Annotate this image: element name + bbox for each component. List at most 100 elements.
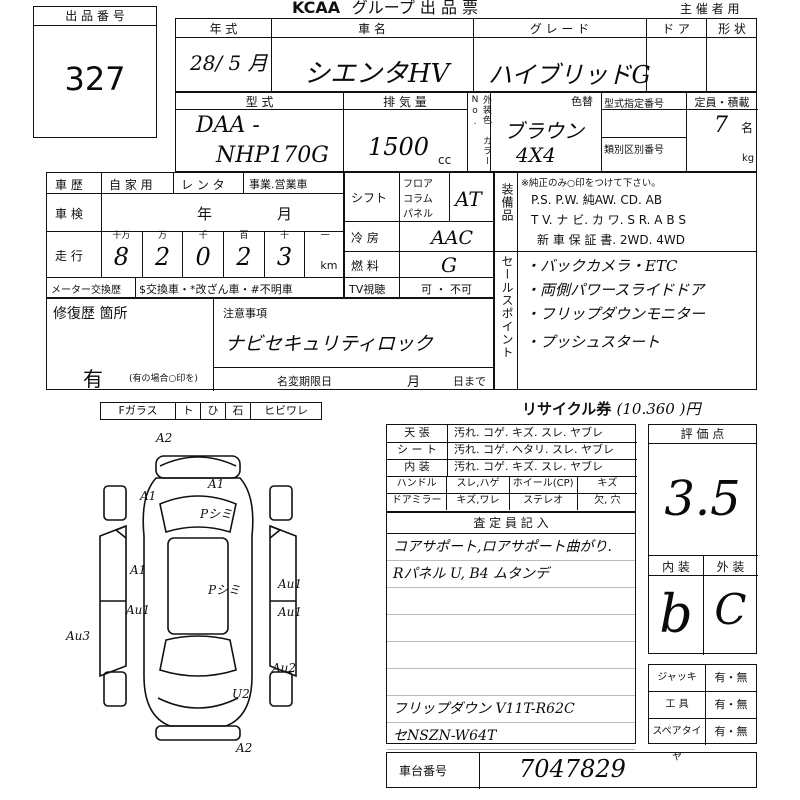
mileage-digit: 8 (113, 243, 129, 271)
deadline-label: 名変期限日 (277, 375, 332, 388)
interior-grade-value: b (659, 585, 693, 645)
grade-value: ハイブリッドG (488, 61, 651, 89)
tools-row-value: 有・無 (714, 725, 748, 738)
year-value: 28/ 5 月 (190, 51, 268, 75)
brand-title: KCAA グループ 出 品 票 (292, 0, 478, 18)
shift-label: シフト (351, 191, 388, 205)
repair-label: 修復歴 箇所 (53, 306, 128, 322)
interior-row: 内 装汚れ. コゲ. キズ. スレ. ヤブレ (387, 459, 637, 477)
grade-value: 3.5 (664, 471, 741, 527)
second-row: 型 式 排 気 量 外装色 カラーNo. 色替 型式指定番号 類別区別番号 定員… (175, 92, 758, 172)
glass-row: Fガラス ト ひ 石 ヒビワレ (100, 402, 322, 420)
tools-row: ジャッキ有・無 (649, 665, 756, 692)
color-value: ブラウン (504, 119, 584, 143)
lot-box: 出 品 番 号 327 (33, 6, 157, 138)
displacement-label: 排 気 量 (383, 95, 427, 109)
interior-row-label: 内 装 (387, 459, 448, 476)
shift-floor: フロア (403, 179, 433, 190)
inspector-label: 査 定 員 記 入 (387, 513, 635, 534)
damage-mark: A1 (139, 489, 156, 503)
rear-bumper (157, 697, 239, 709)
damage-mark: Au2 (271, 661, 296, 675)
meter-options: $交換車・*改ざん車・#不明車 (139, 283, 293, 296)
glass-option: ヒビワレ (264, 404, 308, 417)
drive-value: 4X4 (516, 143, 556, 167)
inspector-line (387, 615, 635, 642)
notes-label: 注意事項 (223, 307, 267, 320)
shift-panel: パネル (403, 209, 433, 220)
history-label: 車 歴 (55, 178, 83, 192)
rental-label: レ ン タ (181, 178, 225, 192)
capacity-value: 7 (714, 113, 728, 138)
interior-extra-cell: キズ,ワレ (447, 493, 510, 510)
repair-block: 修復歴 箇所 有 (有の場合○印を) 注意事項 ナビセキュリティロック 名変期限… (46, 298, 495, 391)
selling-point: ・バックカメラ・ETC (525, 257, 678, 275)
inspector-line: フリップダウン V11T-R62C (387, 696, 635, 723)
options-block: 装備品 ※純正のみ○印をつけて下さい。 P.S. P.W. 純AW. CD. A… (494, 172, 757, 390)
deadline-day: 日まで (453, 375, 486, 388)
selling-points: ・バックカメラ・ETC ・両側パワースライドドア ・フリップダウンモニター ・プ… (525, 255, 755, 355)
type-value-1: DAA - (196, 113, 260, 138)
tv-value: 可 ・ 不可 (421, 283, 472, 296)
interior-row-label: シ ー ト (387, 442, 448, 459)
color-label: 色替 (571, 95, 593, 108)
chassis-value: 7047829 (519, 755, 626, 783)
displacement-value: 1500 (368, 133, 430, 161)
front-outline (155, 455, 241, 479)
rear-window (159, 635, 237, 677)
mileage-digit-label: 万 (157, 231, 167, 241)
inspector-block: 査 定 員 記 入 コアサポート,ロアサポート曲がり.Rパネル U, B4 ムタ… (386, 512, 636, 750)
interior-extra-cell: 欠, 穴 (594, 495, 621, 506)
mileage-digit-cell: 一 (304, 231, 345, 277)
interior-row-label: 天 張 (387, 425, 448, 442)
options-line-2: T V. ナ ビ. カ ワ. S R. A B S (531, 213, 686, 227)
glass-option: ひ (201, 403, 226, 419)
mileage-digit-cell: 十万 8 (101, 231, 142, 277)
interior-row: シ ー ト汚れ. コゲ. ヘタリ. スレ. ヤブレ (387, 442, 637, 460)
exterior-grade-label: 外 装 (716, 560, 745, 574)
inspector-line (387, 642, 635, 669)
exterior-grade-value: C (714, 585, 747, 634)
grade-label: 評 価 点 (649, 425, 756, 444)
windshield (159, 495, 237, 534)
organizer-label: 主 催 者 用 (680, 2, 740, 16)
door-label: ド ア (662, 22, 690, 36)
grade-label: グ レ ー ド (529, 22, 590, 36)
mirror-left (114, 525, 127, 539)
roof (167, 537, 229, 635)
inspection-month: 月 (277, 205, 293, 223)
wheel-fl (103, 485, 127, 521)
type-designation-label: 型式指定番号 (604, 99, 664, 110)
mileage-digit-label: 十万 (112, 231, 131, 241)
meter-label: メーター交換歴 (51, 285, 121, 296)
tv-label: TV視聴 (349, 283, 386, 296)
glass-option: 石 (226, 403, 251, 419)
options-note: ※純正のみ○印をつけて下さい。 (521, 178, 661, 189)
selling-side-label: セールスポイント (500, 255, 514, 359)
options-line-3: 新 車 保 証 書. 2WD. 4WD (537, 233, 685, 247)
wheel-fr (269, 485, 293, 521)
interior-extra-cell: ドアミラー (387, 493, 448, 510)
shift-column: コラム (403, 194, 433, 205)
front-bumper (159, 456, 237, 467)
tools-row: スペアタイヤ有・無 (649, 719, 756, 763)
shape-label: 形 状 (718, 22, 746, 36)
damage-mark: A1 (129, 563, 146, 577)
model-label: 車 名 (358, 22, 386, 36)
mileage-label: 走 行 (55, 249, 83, 263)
type-value-2: NHP170G (216, 143, 329, 168)
group-title: グループ 出 品 票 (351, 0, 479, 17)
interior-extra-cell: スレ,ハゲ (447, 476, 510, 493)
damage-mark: Au3 (65, 629, 90, 643)
deadline-month: 月 (407, 375, 421, 390)
weight-unit: kg (742, 153, 755, 164)
lot-label: 出 品 番 号 (34, 7, 156, 26)
mileage-digit-label: 一 (320, 231, 330, 241)
selling-point: ・両側パワースライドドア (525, 281, 705, 299)
tools-row-label: 工 具 (649, 692, 706, 718)
